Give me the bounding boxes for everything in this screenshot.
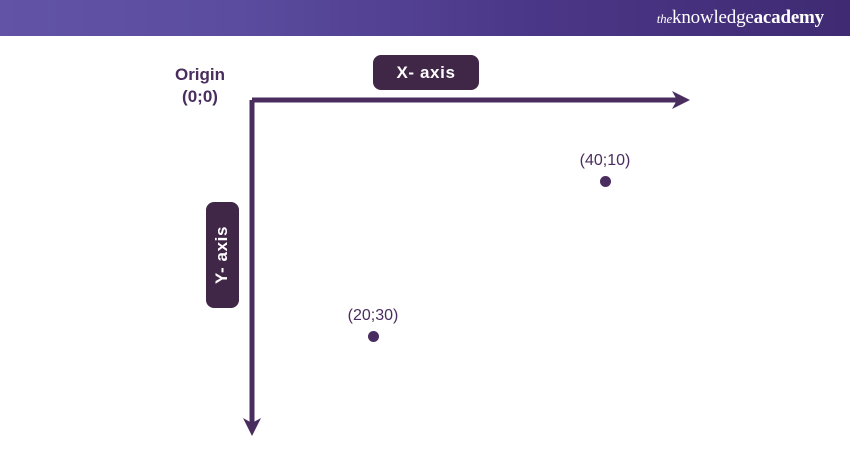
y-axis-label-text: Y- axis (212, 225, 232, 285)
y-axis-arrowhead-icon (243, 418, 261, 436)
axes-lines (243, 91, 690, 436)
coordinate-system-diagram: Origin (0;0) X- axis Y- axis (40;10) (20… (0, 36, 850, 450)
brand-logo-knowledge: knowledge (672, 7, 754, 28)
origin-title: Origin (174, 65, 226, 84)
data-point-label: (40;10) (579, 152, 631, 169)
brand-logo-academy: academy (753, 7, 825, 28)
x-axis-arrowhead-icon (672, 91, 690, 109)
y-axis-label-badge: Y- axis (206, 202, 239, 308)
data-point-40-10: (40;10) (545, 152, 665, 187)
data-point-dot (599, 176, 611, 187)
origin-label: Origin (0;0) (150, 64, 250, 108)
data-point-dot (367, 331, 379, 342)
origin-coordinates: (0;0) (182, 87, 218, 106)
data-point-label: (20;30) (347, 307, 399, 324)
x-axis-label-text: X- axis (396, 62, 456, 82)
data-point-20-30: (20;30) (313, 307, 433, 342)
brand-logo-the: the (656, 11, 673, 26)
x-axis-label-badge: X- axis (373, 55, 479, 90)
